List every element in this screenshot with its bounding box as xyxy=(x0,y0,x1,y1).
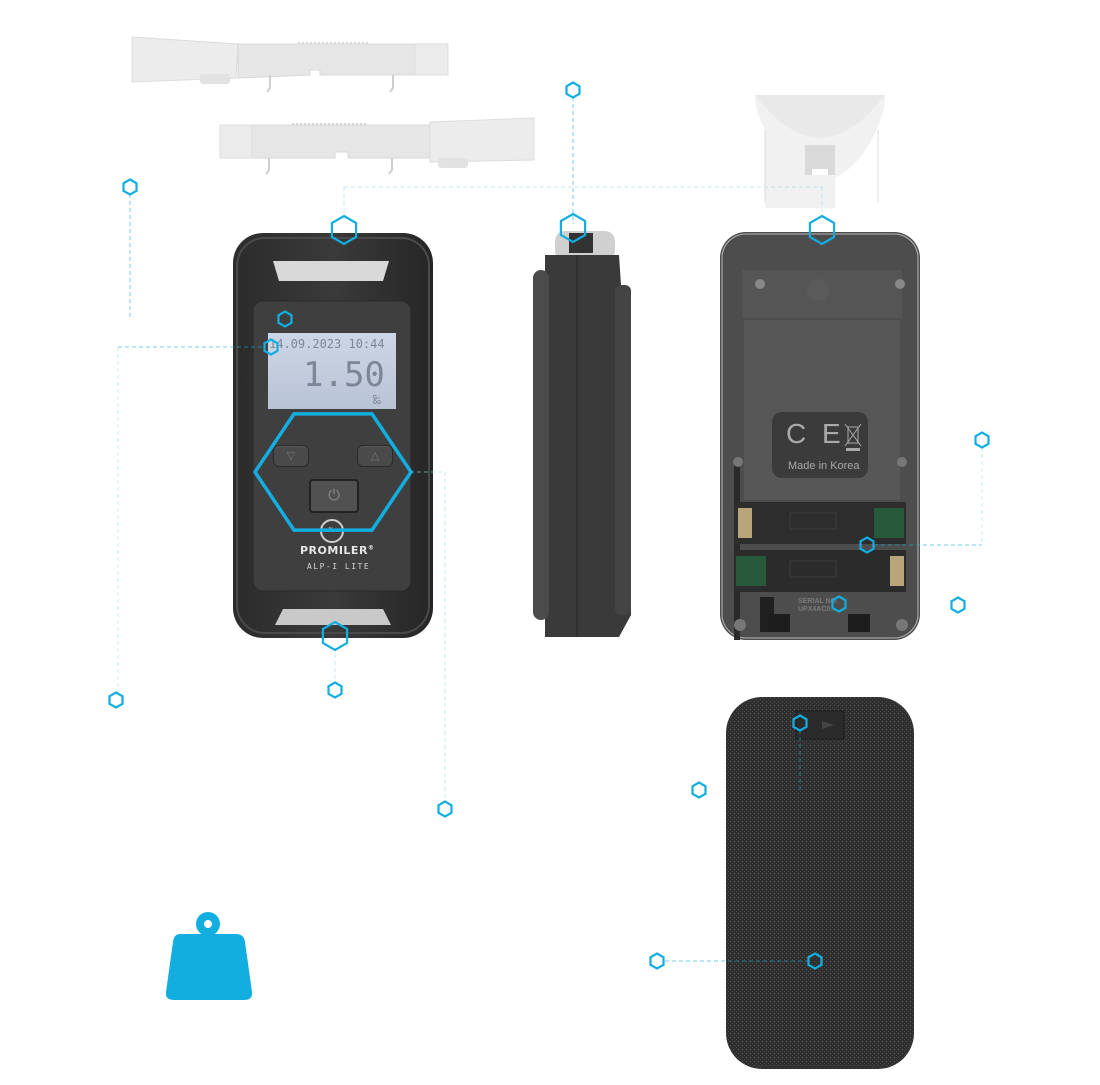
hs-battery-label[interactable] xyxy=(972,430,993,451)
hs-mouthpiece-top[interactable] xyxy=(563,80,584,101)
mouthpiece-tube-1 xyxy=(131,36,449,93)
hs-right-lower[interactable] xyxy=(948,595,969,616)
ce-mark: C E xyxy=(786,418,845,449)
hs-keypad[interactable] xyxy=(313,452,353,492)
hs-left-bottom[interactable] xyxy=(106,690,127,711)
hs-back-top[interactable] xyxy=(805,213,839,247)
weee-bin-icon xyxy=(844,423,862,451)
hs-cover-latch[interactable] xyxy=(790,713,811,734)
device-front: 14.09.2023 10:44 1.50 ‰ ▽ △ ⏻ ‰ PROMILER… xyxy=(233,233,433,638)
lcd-unit: ‰ xyxy=(373,393,381,408)
hs-lcd[interactable] xyxy=(261,337,282,358)
model-name: ALP-I LITE xyxy=(307,562,371,571)
lcd-reading: 1.50 xyxy=(303,355,385,395)
hs-keypad-label[interactable] xyxy=(435,799,456,820)
down-button[interactable]: ▽ xyxy=(273,445,309,467)
mouthpiece-tubes xyxy=(131,36,535,175)
serial-label: SERIAL NO. xyxy=(798,598,838,605)
lcd-date-time: 14.09.2023 10:44 xyxy=(269,337,385,351)
brand-text: PROMILER xyxy=(300,544,368,557)
hs-cover-body-label[interactable] xyxy=(647,951,668,972)
hs-serial[interactable] xyxy=(829,594,850,615)
battery-cover xyxy=(726,697,914,1069)
brand-name: PROMILER® xyxy=(300,544,374,557)
up-button[interactable]: △ xyxy=(357,445,393,467)
serial-value: UPX4AC0... xyxy=(798,606,837,613)
hs-front-bottom-label[interactable] xyxy=(325,680,346,701)
brand-mark: ® xyxy=(367,544,375,552)
hs-led[interactable] xyxy=(275,309,296,330)
hs-front-bottom[interactable] xyxy=(318,619,352,653)
device-side xyxy=(533,231,631,637)
made-in-label: Made in Korea xyxy=(788,460,860,472)
logo-badge: ‰ xyxy=(320,519,344,543)
hs-cover-left[interactable] xyxy=(689,780,710,801)
mouthpiece-tube-2 xyxy=(219,117,535,175)
hs-front-top[interactable] xyxy=(327,213,361,247)
device-back: C E Made in Korea SERIAL NO. UPX4AC0... xyxy=(720,232,920,640)
funnel-cap xyxy=(755,95,885,208)
hs-cover-body[interactable] xyxy=(805,951,826,972)
hs-left-top[interactable] xyxy=(120,177,141,198)
weight-icon[interactable] xyxy=(166,912,254,1002)
hs-battery[interactable] xyxy=(857,535,878,556)
hs-side-top[interactable] xyxy=(556,211,590,245)
